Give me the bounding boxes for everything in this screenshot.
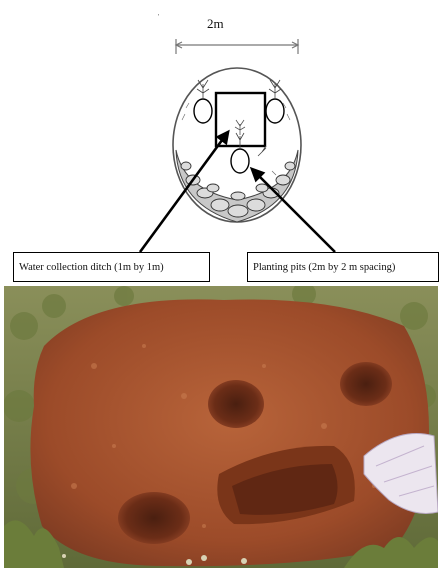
planting-pit-left xyxy=(194,99,212,123)
soil-mound xyxy=(30,299,429,566)
pits-callout-text: Planting pits (2m by 2 m spacing) xyxy=(253,262,395,273)
pits-callout-label: Planting pits (2m by 2 m spacing) xyxy=(247,252,439,282)
micro-catchment-schematic xyxy=(0,0,442,286)
photo-pit-left xyxy=(118,492,190,544)
ditch-callout-text: Water collection ditch (1m by 1m) xyxy=(19,262,164,273)
stray-mark: ' xyxy=(158,13,159,21)
ditch-callout-label: Water collection ditch (1m by 1m) xyxy=(13,252,210,282)
planting-pit-right xyxy=(266,99,284,123)
dimension-arrow xyxy=(176,39,298,54)
field-photo xyxy=(4,286,438,568)
planting-pit-bottom xyxy=(231,149,249,173)
photo-pit-right xyxy=(340,362,392,406)
photo-pit-center xyxy=(208,380,264,428)
dimension-label: 2m xyxy=(207,16,224,32)
